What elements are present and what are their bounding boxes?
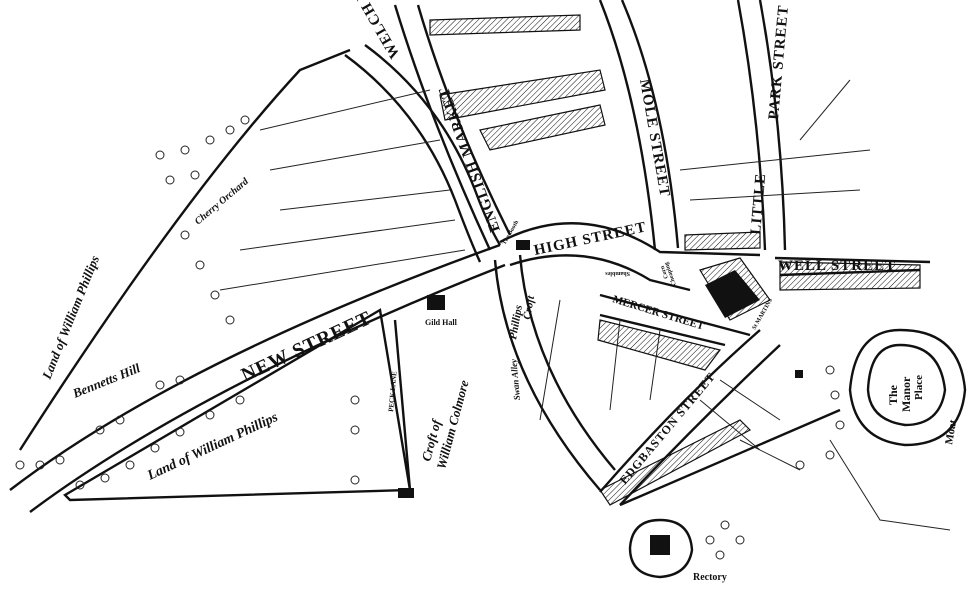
label-the: The	[886, 384, 900, 405]
label-land-phillips-north: Land of William Phillips	[38, 253, 102, 382]
new-street-road-north	[9, 243, 501, 491]
peck-lane-road	[393, 319, 412, 491]
high-street-road	[499, 222, 761, 257]
english-market-road	[393, 4, 492, 251]
rectory-moat	[628, 518, 694, 579]
high-street-road-south	[509, 254, 691, 292]
place-labels: Cherry Orchard Land of William Phillips …	[38, 176, 959, 583]
label-shambles: Shambles	[605, 270, 630, 276]
welch-market-road-outer	[344, 54, 482, 263]
lane-to-manor	[619, 408, 841, 507]
label-new-street: NEW STREET	[238, 307, 375, 387]
edgbaston-street-road	[599, 329, 761, 493]
label-rectory: Rectory	[693, 572, 727, 583]
welch-market-road-inner	[364, 44, 502, 246]
mole-street-road-east	[620, 0, 680, 249]
st-martins-church	[705, 270, 760, 318]
mole-street-road	[598, 0, 657, 251]
swan-alley-road	[493, 259, 601, 491]
label-bennetts-hill: Bennetts Hill	[70, 360, 143, 401]
manor-moat	[848, 328, 967, 447]
label-mole-street: MOLE STREET	[636, 78, 673, 199]
new-street-road-south	[29, 263, 506, 513]
rectory-building	[650, 535, 670, 555]
label-manor: Manor	[899, 376, 913, 412]
label-place: Place	[913, 375, 925, 400]
west-boundary	[18, 48, 351, 451]
label-well-street: WELL STREET	[778, 258, 896, 274]
park-street-road	[736, 0, 767, 251]
park-street-road-east	[758, 0, 787, 251]
label-swan-alley: Swan Alley	[508, 358, 522, 401]
label-gild-hall: Gild Hall	[425, 318, 458, 327]
label-little: LITTLE	[748, 172, 769, 235]
gild-hall-building	[427, 295, 445, 310]
label-moat: Moat	[943, 418, 959, 445]
street-labels: WELCH MARKET ENGLISH MARKET MOLE STREET …	[238, 0, 896, 487]
manor-island	[866, 343, 947, 427]
label-croft: Croft	[521, 294, 537, 320]
well-street-road	[774, 256, 931, 264]
label-corn: Corn	[659, 264, 669, 279]
label-peck-lane: PECK LANE	[387, 371, 399, 413]
label-phillips: Phillips	[507, 304, 525, 340]
trees	[15, 115, 845, 560]
label-cherry-orchard: Cherry Orchard	[193, 176, 252, 228]
lane-south-east	[829, 439, 951, 531]
label-land-phillips-south: Land of William Phillips	[144, 410, 280, 484]
phillips-land-boundary	[63, 308, 412, 502]
buildings	[398, 14, 921, 555]
label-welch-market: WELCH MARKET	[319, 0, 403, 61]
swan-alley-road-east	[518, 254, 616, 471]
the-booth-building	[516, 240, 530, 250]
mercer-street-road	[599, 293, 751, 337]
mercer-street-road-south	[599, 313, 726, 347]
